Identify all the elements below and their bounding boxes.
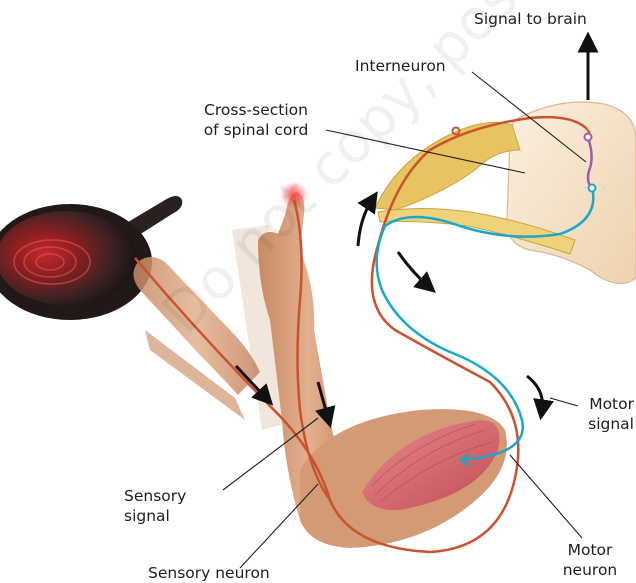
arrow-sensory-up [358, 200, 372, 246]
label-motor-neuron-line2: neuron [550, 560, 630, 580]
label-motor-neuron: Motor neuron [550, 540, 630, 580]
label-sensory-neuron: Sensory neuron [148, 563, 270, 583]
arrow-motor-down [398, 252, 428, 286]
dorsal-root-ganglion [375, 122, 520, 210]
label-signal-to-brain: Signal to brain [474, 9, 587, 29]
spinal-cord-cross-section [375, 102, 636, 283]
arrow-motor-signal [527, 376, 542, 410]
label-cross-section-line1: Cross-section [182, 100, 330, 120]
label-interneuron: Interneuron [355, 56, 446, 76]
label-motor-signal-line2: signal [570, 414, 634, 434]
label-cross-section-line2: of spinal cord [182, 120, 330, 140]
label-cross-section: Cross-section of spinal cord [182, 100, 330, 140]
label-sensory-signal-line1: Sensory [124, 486, 186, 506]
label-motor-neuron-line1: Motor [550, 540, 630, 560]
label-motor-signal-line1: Motor [570, 394, 634, 414]
label-sensory-signal-line2: signal [124, 506, 186, 526]
leader-motor-neuron [510, 455, 582, 538]
label-sensory-signal: Sensory signal [124, 486, 186, 526]
pan-surface [0, 211, 136, 305]
label-motor-signal: Motor signal [570, 394, 634, 434]
